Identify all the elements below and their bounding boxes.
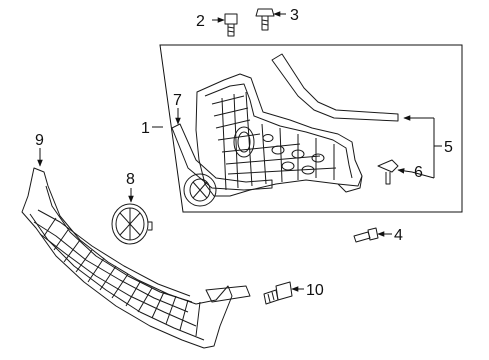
leader-lines bbox=[37, 11, 442, 292]
callout-5: 5 bbox=[444, 139, 453, 156]
lower-grille-mesh bbox=[33, 209, 201, 337]
upper-grille-part bbox=[195, 73, 363, 197]
callout-9: 9 bbox=[35, 132, 44, 149]
callout-3: 3 bbox=[290, 7, 299, 24]
box-emblem bbox=[183, 173, 217, 207]
lower-grille-part bbox=[21, 167, 251, 349]
emblem-part-8 bbox=[111, 203, 153, 245]
clip-part bbox=[377, 159, 399, 185]
callout-7: 7 bbox=[173, 92, 182, 109]
callout-4: 4 bbox=[394, 227, 403, 244]
bolt-part-3 bbox=[255, 8, 275, 31]
side-moulding-strip bbox=[171, 123, 273, 191]
callout-6: 6 bbox=[414, 164, 423, 181]
bolt-part-4 bbox=[353, 227, 379, 243]
bolt-part-10 bbox=[263, 281, 293, 305]
upper-grille-mesh bbox=[211, 91, 337, 191]
assembly-box bbox=[159, 44, 463, 213]
callout-2: 2 bbox=[196, 13, 205, 30]
callout-labels: 1 2 3 4 5 6 7 8 9 10 bbox=[35, 7, 453, 299]
callout-8: 8 bbox=[126, 171, 135, 188]
callout-1: 1 bbox=[141, 120, 150, 137]
screw-part-2 bbox=[224, 13, 238, 37]
callout-10: 10 bbox=[306, 282, 324, 299]
upper-moulding-strip bbox=[271, 53, 399, 122]
